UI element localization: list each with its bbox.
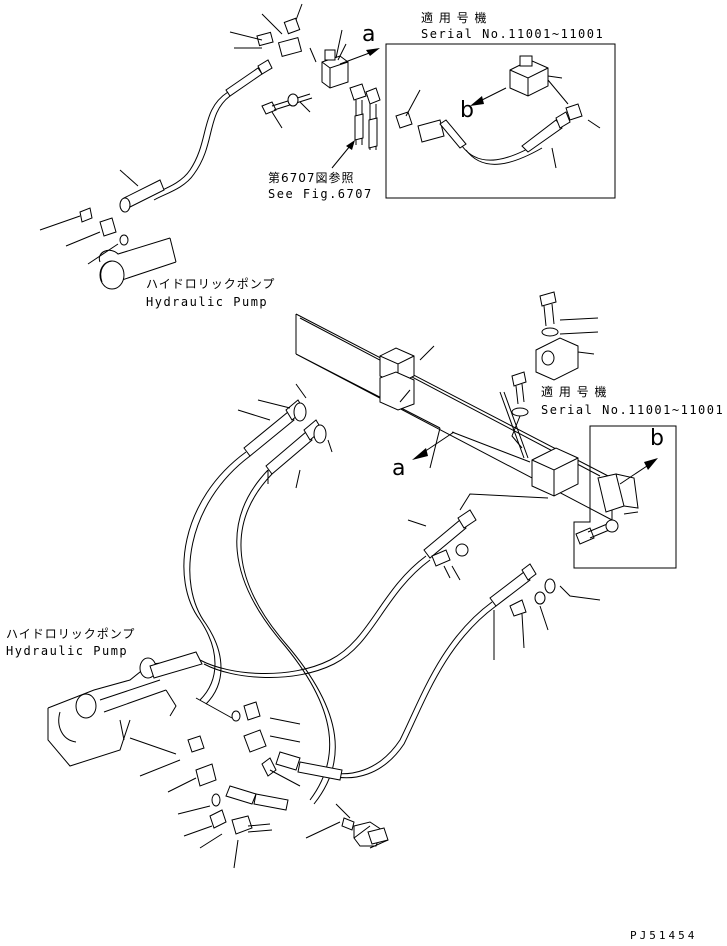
top-valve-block-assembly [39,3,381,290]
view-label-a-top: a [362,22,376,47]
applicability-title-mid: 適 用 号 機 [541,385,608,399]
view-label-a-mid: a [392,456,406,481]
drawing-code: PJ51454 [630,929,698,942]
serial-range-top: Serial No.11001~11001 [421,27,605,41]
inset-detail-top [385,43,616,199]
applicability-title-top: 適 用 号 機 [421,11,488,25]
inset-detail-mid [573,425,677,569]
see-figure-en: See Fig.6707 [268,187,373,201]
see-figure-jp: 第6707図参照 [268,171,355,185]
hose-routing [183,383,601,805]
pump-label-top-en: Hydraulic Pump [146,295,269,309]
bottom-pump-assembly [47,651,389,869]
pump-label-bottom-en: Hydraulic Pump [6,644,129,658]
main-frame-assembly [295,291,613,521]
pump-label-top-jp: ハイドロリックポンプ [146,277,276,291]
view-label-b-mid: b [650,426,664,451]
view-label-b-top: b [460,98,474,123]
pump-label-bottom-jp: ハイドロリックポンプ [6,627,136,641]
serial-range-mid: Serial No.11001~11001 [541,403,725,417]
